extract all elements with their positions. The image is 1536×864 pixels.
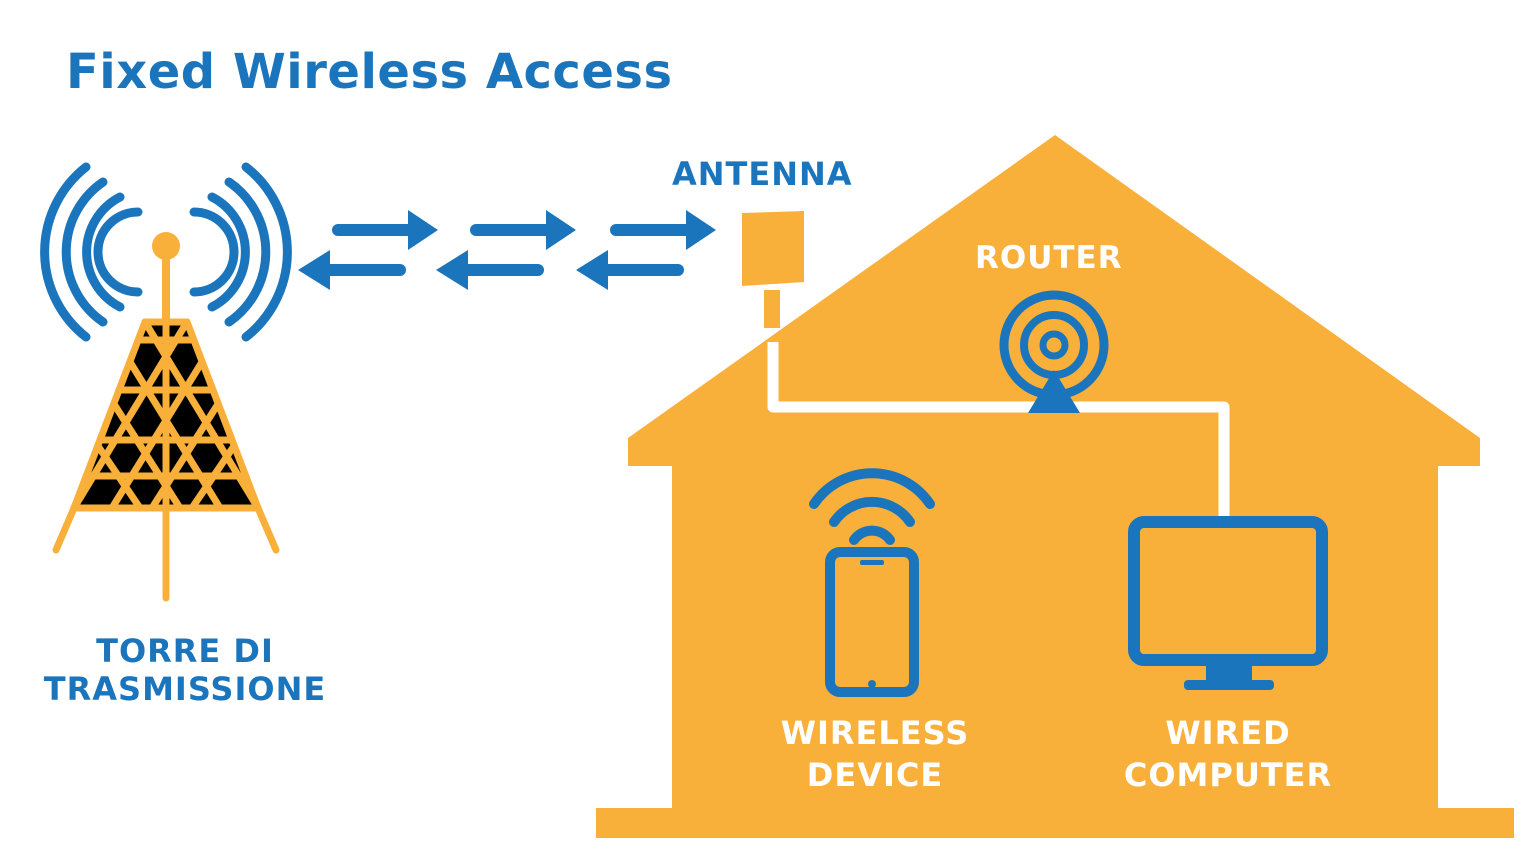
wired-computer-label: WIRED COMPUTER xyxy=(1110,712,1346,796)
wired-label-line1: WIRED xyxy=(1165,714,1291,752)
monitor-icon xyxy=(1128,516,1328,690)
diagram-title: Fixed Wireless Access xyxy=(66,44,673,100)
transmission-tower-icon xyxy=(52,232,280,602)
network-cables xyxy=(767,342,1230,520)
wireless-label-line1: WIRELESS xyxy=(780,714,970,752)
antenna-label: ANTENNA xyxy=(672,155,853,193)
wired-label-line2: COMPUTER xyxy=(1123,756,1333,794)
exchange-arrows-icon xyxy=(298,210,716,290)
tower-label-line2: TRASMISSIONE xyxy=(43,670,327,708)
arrow-pair-3 xyxy=(576,210,716,290)
antenna-icon xyxy=(742,211,804,328)
wifi-icon xyxy=(809,468,935,545)
tablet-icon xyxy=(825,547,919,697)
router-icon xyxy=(999,290,1109,413)
tower-label-line1: TORRE DI xyxy=(96,632,274,670)
wireless-label-line2: DEVICE xyxy=(806,756,944,794)
arrow-pair-2 xyxy=(436,210,576,290)
tower-signal-waves-icon xyxy=(40,162,292,342)
router-label: ROUTER xyxy=(975,240,1123,276)
tower-label: TORRE DI TRASMISSIONE xyxy=(20,632,350,708)
house-icon xyxy=(596,135,1514,838)
arrow-pair-1 xyxy=(298,210,438,290)
wireless-device-label: WIRELESS DEVICE xyxy=(760,712,990,796)
